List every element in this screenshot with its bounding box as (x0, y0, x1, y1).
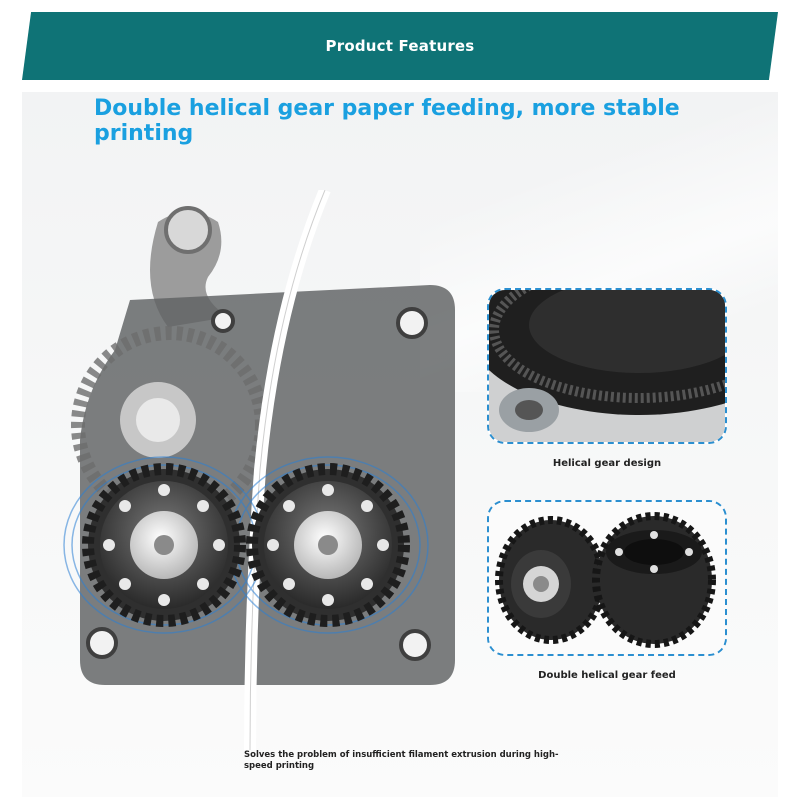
detail-label-helical: Helical gear design (552, 458, 662, 469)
section-header: Product Features (22, 12, 778, 80)
header-title: Product Features (325, 37, 475, 55)
helical-gear-closeup (487, 288, 727, 444)
detail-label-double-helical: Double helical gear feed (538, 670, 676, 681)
main-caption: Solves the problem of insufficient filam… (244, 750, 559, 771)
double-helical-gear-photo (487, 500, 727, 656)
extruder-gear-illustration (63, 190, 455, 750)
feature-headline: Double helical gear paper feeding, more … (94, 96, 680, 146)
